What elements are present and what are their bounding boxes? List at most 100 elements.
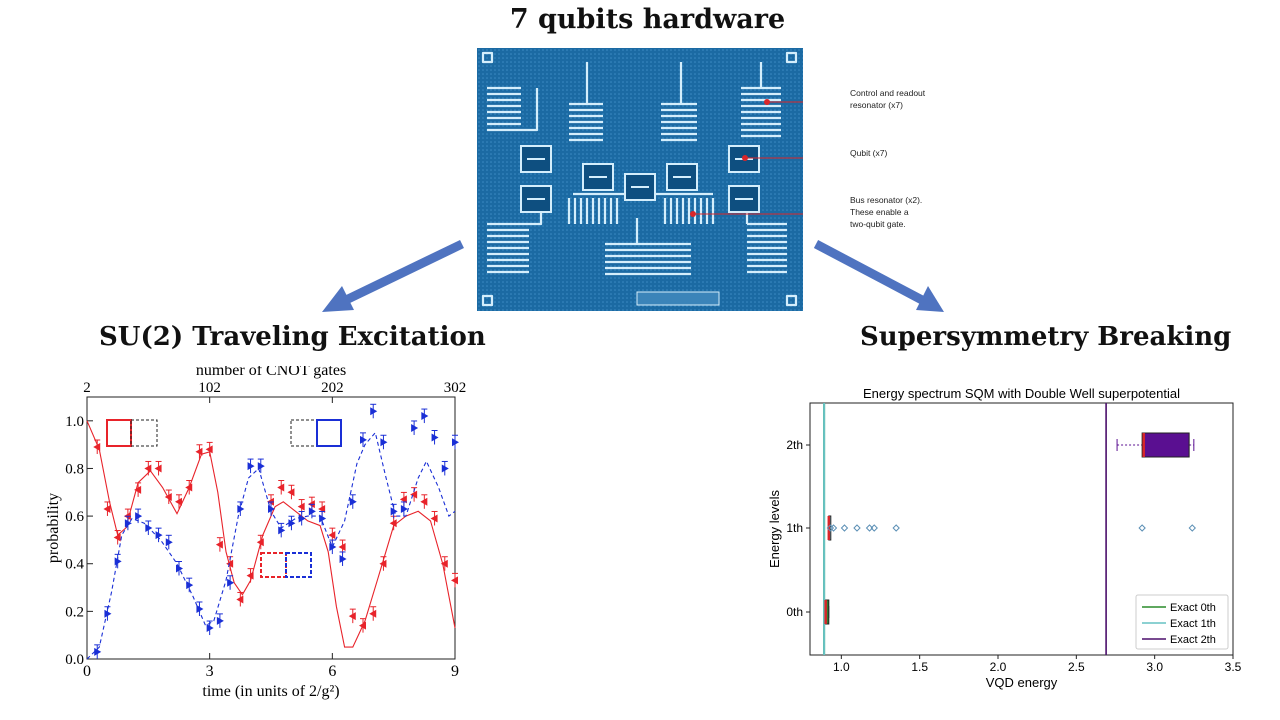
x-tick-label: 3.5	[1225, 660, 1242, 674]
x-tick-label: 9	[451, 663, 459, 680]
x-axis-label: time (in units of 2/g²)	[202, 683, 339, 700]
data-point	[134, 485, 142, 494]
outlier	[826, 524, 835, 532]
data-point	[420, 497, 428, 506]
legend-box-dashed	[130, 419, 158, 447]
chart-title: Energy spectrum SQM with Double Well sup…	[863, 386, 1180, 401]
y-tick-label: 0th	[786, 605, 803, 619]
y-tick-label: 2th	[786, 438, 803, 452]
x-tick-label: 2.5	[1068, 660, 1085, 674]
data-point	[349, 497, 357, 506]
data-point	[135, 512, 143, 521]
data-point	[113, 533, 121, 542]
annotation-label: Qubit (x7)	[850, 148, 887, 158]
top-tick-label: 2	[83, 380, 91, 396]
data-point	[164, 493, 172, 502]
data-point	[348, 612, 356, 621]
data-point	[318, 504, 326, 513]
legend-box-dashed	[290, 419, 318, 447]
data-point	[176, 564, 183, 573]
main-title: 7 qubits hardware	[509, 4, 786, 35]
data-point	[359, 621, 366, 630]
outlier	[1188, 524, 1196, 532]
data-point	[103, 504, 111, 513]
legend-box-blue-dashed	[285, 552, 312, 578]
data-point	[256, 538, 264, 547]
data-point	[175, 497, 182, 506]
data-point	[94, 647, 102, 656]
data-point	[227, 578, 235, 587]
data-point	[410, 490, 418, 499]
data-point	[104, 609, 112, 618]
data-point	[257, 462, 265, 471]
data-point	[440, 559, 448, 568]
annotation-label: These enable a	[850, 207, 909, 217]
arrow-to-right-panel	[813, 240, 944, 312]
data-point	[93, 443, 101, 452]
data-point	[389, 519, 397, 528]
data-point	[114, 557, 122, 566]
left-panel-title: SU(2) Traveling Excitation	[99, 322, 486, 352]
annotation-label: Bus resonator (x2).	[850, 195, 922, 205]
data-point	[441, 464, 449, 473]
outlier	[829, 524, 838, 532]
data-point	[236, 595, 244, 604]
annotation-label: Control and readout	[850, 88, 926, 98]
data-point	[196, 604, 204, 613]
data-point	[308, 507, 316, 516]
y-tick-label: 1.0	[65, 414, 84, 430]
data-point	[206, 624, 214, 633]
data-point	[380, 438, 388, 447]
data-point	[338, 543, 346, 552]
data-point	[247, 462, 255, 471]
legend-label: Exact 2th	[1170, 634, 1216, 646]
x-tick-label: 3	[206, 663, 214, 680]
outlier	[1138, 524, 1146, 532]
data-point	[329, 543, 337, 552]
outlier	[892, 524, 900, 532]
legend-box-red	[106, 419, 132, 447]
outlier	[870, 524, 878, 532]
x-axis-label: VQD energy	[986, 675, 1058, 690]
top-tick-label: 302	[444, 380, 467, 396]
data-point	[277, 483, 285, 492]
legend-box-blue	[316, 419, 342, 447]
theory-curve	[86, 420, 456, 648]
energy-spectrum-chart: Energy spectrum SQM with Double Well sup…	[767, 386, 1242, 690]
data-point	[186, 581, 194, 590]
x-tick-label: 0	[83, 663, 91, 680]
chip-annotations	[690, 99, 803, 217]
data-point	[205, 445, 213, 454]
data-point	[319, 514, 327, 523]
legend-label: Exact 0th	[1170, 602, 1216, 614]
y-tick-label: 0.8	[65, 461, 84, 477]
theory-curve	[86, 431, 456, 660]
data-point	[360, 435, 367, 444]
y-axis-label: Energy levels	[767, 489, 782, 568]
data-point	[297, 502, 305, 511]
outlier	[840, 524, 849, 532]
arrow-to-left-panel	[322, 239, 464, 312]
data-point	[185, 483, 193, 492]
x-tick-label: 3.0	[1146, 660, 1163, 674]
x-tick-label: 1.0	[833, 660, 850, 674]
data-point	[278, 526, 286, 535]
data-point	[154, 464, 162, 473]
y-tick-label: 1th	[786, 521, 803, 535]
data-point	[339, 554, 347, 563]
annotation-label: resonator (x7)	[850, 100, 903, 110]
qubit-chip-image	[477, 48, 803, 311]
data-point	[145, 524, 153, 532]
y-tick-label: 0.4	[65, 557, 84, 573]
legend-box-red-dashed	[260, 552, 287, 578]
outlier	[853, 524, 861, 532]
y-tick-label: 0.6	[65, 509, 84, 525]
y-axis-label: probability	[45, 493, 62, 563]
data-point	[451, 576, 458, 585]
data-point	[287, 488, 295, 497]
x-tick-label: 2.0	[990, 660, 1007, 674]
data-point	[165, 538, 173, 547]
legend-frame	[1135, 594, 1229, 650]
